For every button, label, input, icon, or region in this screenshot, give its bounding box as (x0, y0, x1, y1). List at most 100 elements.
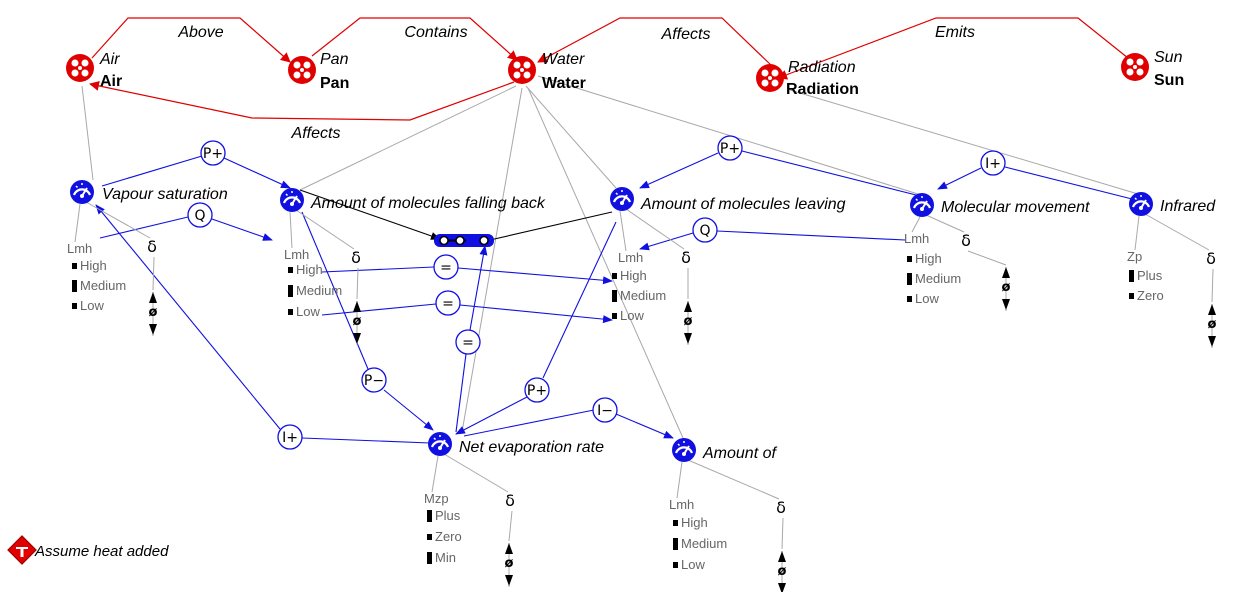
dependency-node[interactable]: = (435, 290, 461, 316)
quantity-space-label: Lmh (67, 241, 92, 256)
dependency-label: I+ (282, 430, 298, 446)
dependency-node[interactable]: I+ (980, 150, 1006, 176)
value-marker (427, 534, 432, 540)
value-marker (907, 273, 912, 285)
value-marker (72, 263, 77, 269)
dependency-label: P+ (720, 141, 740, 157)
dependency-node[interactable]: P+ (717, 135, 743, 161)
dependency-node[interactable]: Q (692, 217, 718, 243)
quantity-value: Low (296, 304, 320, 319)
quantity-value: Low (915, 291, 939, 306)
derivative-down-arrow (505, 575, 513, 586)
derivative-down-arrow (149, 324, 157, 335)
entity-label: Sun (1154, 49, 1183, 66)
derivative-down-arrow (1208, 336, 1216, 347)
dependency-node[interactable]: = (455, 329, 481, 355)
derivative-label: δ (961, 231, 971, 250)
entity-air[interactable]: Air Air (66, 51, 122, 90)
entity-name: Sun (1154, 72, 1184, 89)
value-marker (1129, 293, 1134, 299)
entity-sun[interactable]: Sun Sun (1121, 49, 1184, 89)
value-marker (288, 309, 293, 315)
dependency-label: = (462, 335, 474, 351)
relation-label: Affects (291, 125, 341, 142)
value-marker (427, 552, 432, 564)
dependency-label: = (440, 260, 452, 276)
quantity-space-label: Lmh (284, 247, 309, 262)
derivative-zero: ø (1208, 317, 1217, 332)
dependency-label: Q (194, 208, 205, 224)
dependency-node[interactable]: P− (361, 367, 387, 393)
dependency-node[interactable]: Q (187, 202, 213, 228)
assumption-icon (7, 535, 37, 565)
quantity-value: Plus (435, 508, 461, 523)
value-marker (612, 273, 617, 279)
quantity-name: Amount of molecules falling back (310, 195, 546, 212)
dependency-node[interactable]: I+ (277, 424, 303, 450)
quantity-value: High (915, 251, 942, 266)
value-marker (907, 256, 912, 262)
entity-name: Water (542, 75, 586, 92)
derivative-up-arrow (353, 301, 361, 312)
quantity-name: Amount of molecules leaving (640, 196, 846, 213)
quantity-space-label: Lmh (904, 231, 929, 246)
dependency-label: P+ (527, 383, 547, 399)
derivative-zero: ø (684, 314, 693, 329)
value-marker (72, 303, 77, 309)
derivative-down-arrow (1002, 299, 1010, 310)
quantity-name: Amount of (702, 445, 777, 462)
quantity-space-label: Mzp (424, 491, 449, 506)
entity-radiation[interactable]: Radiation Radiation (756, 59, 859, 98)
quantity-value: Medium (620, 288, 666, 303)
quantity-value: Medium (296, 283, 342, 298)
value-marker (612, 290, 617, 302)
quantity-gauge-icon (910, 193, 934, 217)
derivative-down-arrow (353, 333, 361, 344)
quantity-name: Net evaporation rate (459, 439, 604, 456)
quantity-gauge-icon (1129, 192, 1153, 216)
quantity-gauge-icon (610, 187, 634, 211)
value-marker (673, 562, 678, 568)
relation-label: Above (177, 24, 223, 41)
quantity-value: High (80, 258, 107, 273)
quantity[interactable]: Amount of molecules falling backLmhHighM… (280, 188, 546, 345)
calculus-lines (299, 189, 613, 241)
derivative-down-arrow (778, 583, 786, 592)
dependency-label: Q (699, 223, 710, 239)
entity-water[interactable]: Water Water (508, 51, 586, 92)
quantity-name: Molecular movement (941, 199, 1090, 216)
derivative-up-arrow (505, 543, 513, 554)
dependency-label: I− (597, 403, 613, 419)
derivative-label: δ (1206, 249, 1216, 268)
derivative-label: δ (505, 491, 515, 510)
assumption[interactable]: Assume heat added (7, 535, 169, 565)
value-marker (1129, 270, 1134, 282)
value-marker (288, 285, 293, 297)
dependency-node[interactable]: = (433, 254, 459, 280)
quantity-space-label: Lmh (618, 250, 643, 265)
quantity-value: Low (620, 308, 644, 323)
derivative-label: δ (681, 248, 691, 267)
quantity-value: High (296, 262, 323, 277)
quantity[interactable]: Amount of molecules leavingLmhHighMedium… (610, 187, 846, 345)
dependency-node[interactable]: I− (592, 397, 618, 423)
value-marker (907, 296, 912, 302)
quantity-value: High (681, 515, 708, 530)
quantity-value: Medium (80, 278, 126, 293)
entity-name: Air (100, 73, 122, 90)
value-marker (673, 538, 678, 550)
dependency-node[interactable]: P+ (524, 377, 550, 403)
quantities: Vapour saturationLmhHighMediumLowδøAmoun… (67, 180, 1217, 592)
calculus-node[interactable] (434, 234, 494, 247)
entity-icon (508, 56, 536, 84)
entity-pan[interactable]: Pan Pan (288, 51, 349, 92)
entity-label: Pan (320, 51, 349, 68)
quantity-value: Zero (1137, 288, 1164, 303)
dependency-node[interactable]: P+ (200, 140, 226, 166)
